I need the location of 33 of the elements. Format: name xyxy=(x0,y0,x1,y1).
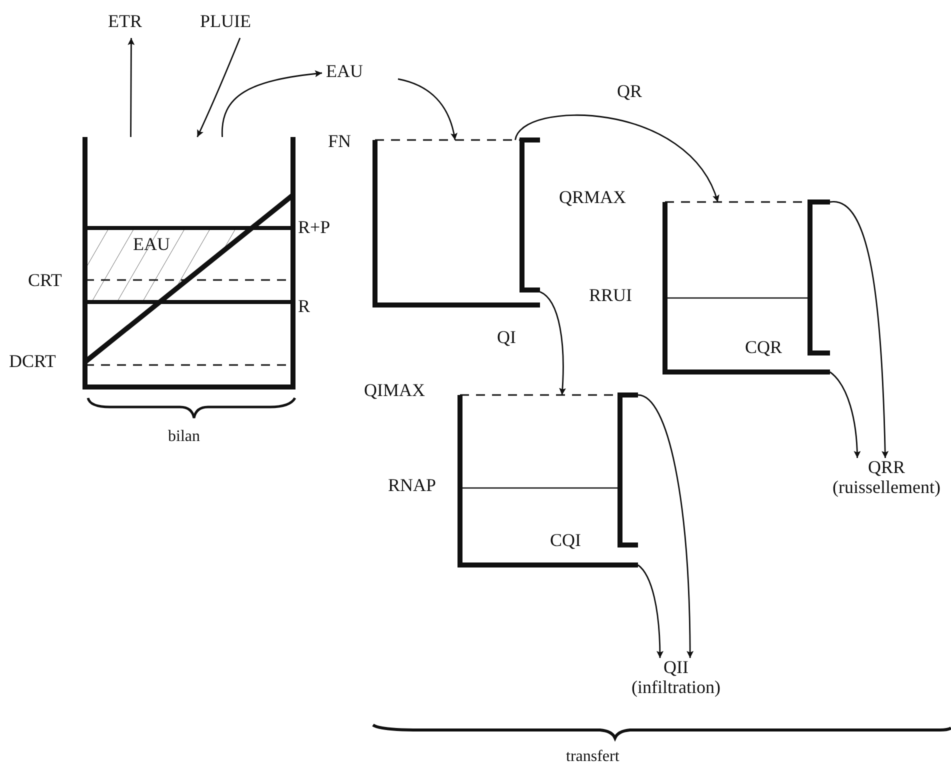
flow-arrow xyxy=(638,394,694,658)
flow-label: QII xyxy=(662,658,690,678)
flow-label: EAU xyxy=(326,62,363,82)
flow-arrow xyxy=(222,70,322,137)
level-label: RNAP xyxy=(388,476,436,496)
level-label: CQR xyxy=(745,338,782,358)
level-label: FN xyxy=(328,132,352,152)
flow-label: ETR xyxy=(108,12,142,32)
flow-label: (infiltration) xyxy=(630,678,722,698)
level-label: QIMAX xyxy=(364,381,425,401)
level-label: QRMAX xyxy=(559,188,626,208)
flow-arrow xyxy=(398,78,458,140)
edge-label: QR xyxy=(617,82,642,102)
level-label: R+P xyxy=(298,218,330,238)
section-label: transfert xyxy=(566,748,620,766)
level-label: R xyxy=(298,297,310,317)
flow-label: (ruissellement) xyxy=(832,478,942,498)
flow-arrow xyxy=(638,564,664,658)
flow-arrow xyxy=(830,371,861,458)
flow-arrow xyxy=(830,201,889,458)
edge-label: QI xyxy=(497,328,516,348)
flow-label: PLUIE xyxy=(200,12,251,32)
flow-arrow xyxy=(540,291,566,396)
flow-arrow xyxy=(196,38,241,138)
flow-label: EAU xyxy=(133,235,170,255)
level-label: RRUI xyxy=(589,286,632,306)
level-label: CQI xyxy=(550,531,581,551)
flow-arrow xyxy=(514,114,718,202)
level-label: DCRT xyxy=(9,352,56,372)
flow-arrow xyxy=(128,38,135,137)
flow-label: QRR xyxy=(866,458,906,478)
section-label: bilan xyxy=(168,428,200,446)
level-label: CRT xyxy=(28,271,62,291)
